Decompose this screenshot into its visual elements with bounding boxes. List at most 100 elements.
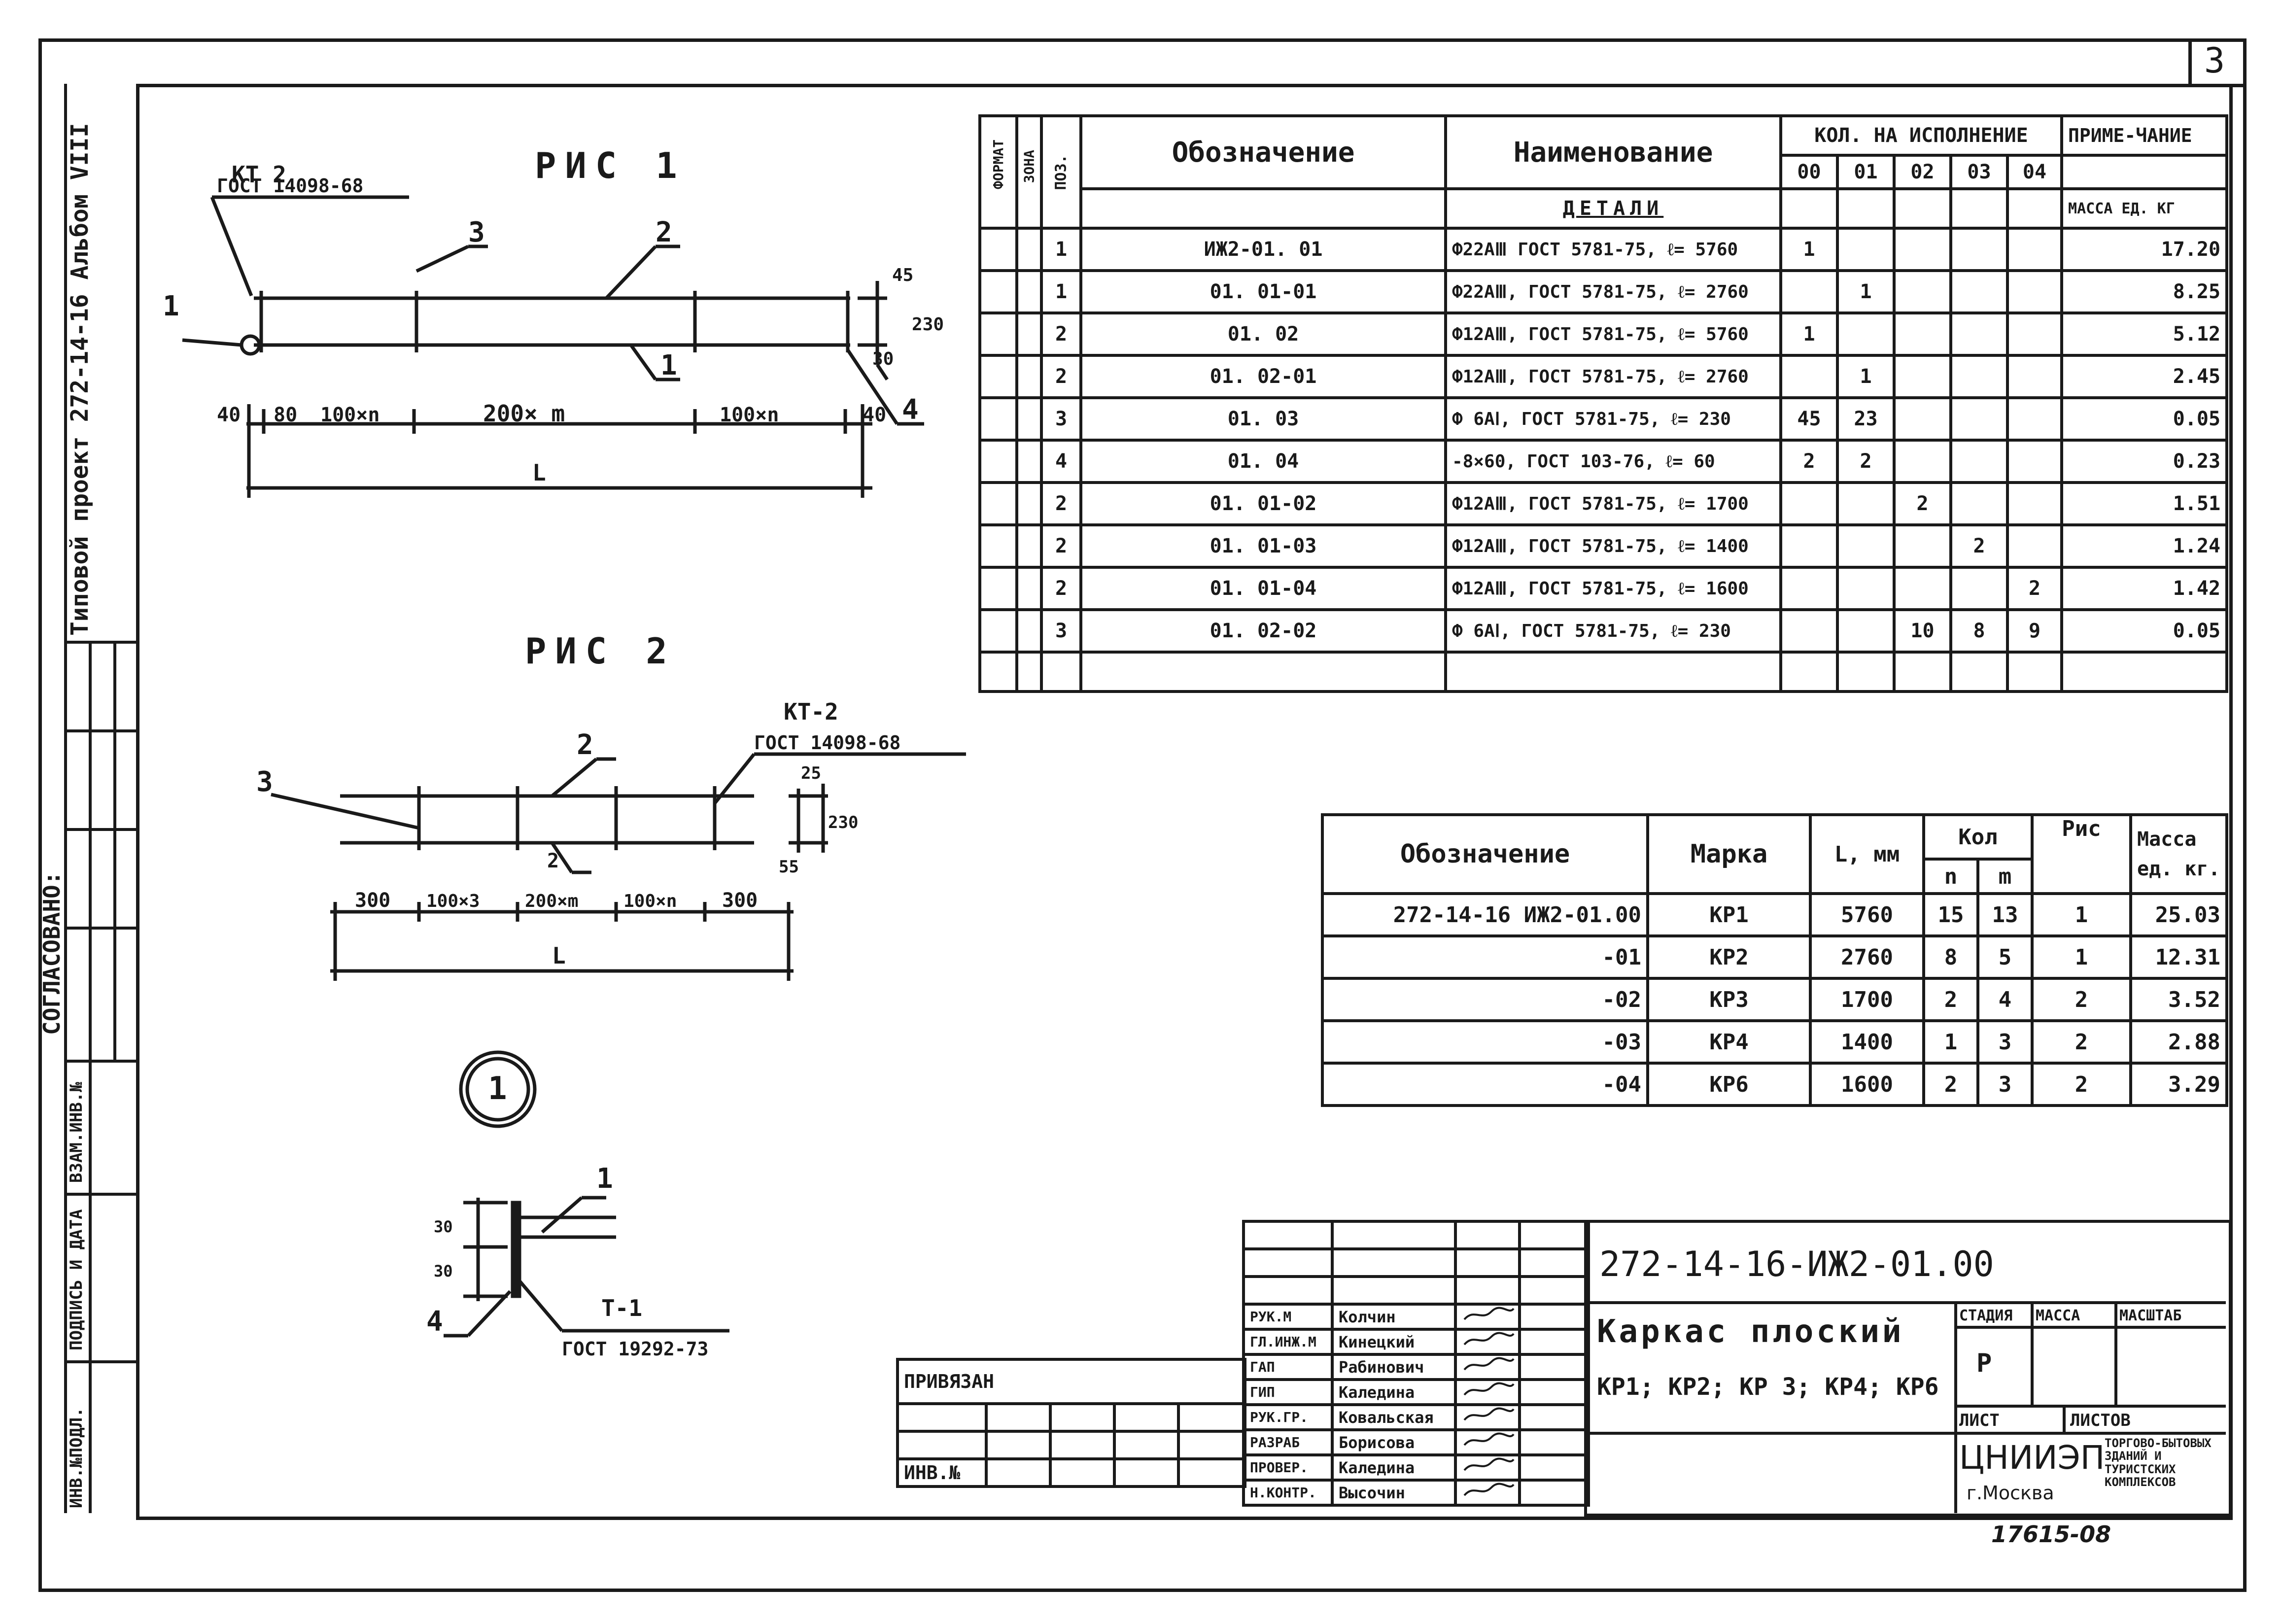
signature-name: Каледина (1331, 1453, 1457, 1482)
signature-role: ГИП (1242, 1378, 1334, 1406)
spec-cell-format (978, 227, 1018, 272)
sheet-label: ЛИСТ (1959, 1411, 2000, 1430)
spec-cell-name: Ф12АⅢ, ГОСТ 5781-75, ℓ= 1700 (1444, 481, 1782, 526)
fig1-dim-230: 230 (912, 314, 944, 335)
spec-cell-format (978, 354, 1018, 399)
spec-cell-format (978, 523, 1018, 569)
spec-cell-name: Ф 6АⅠ, ГОСТ 5781-75, ℓ= 230 (1444, 396, 1782, 442)
mark-cell-fig: 2 (2031, 977, 2133, 1022)
fig2-callout-2b: 2 (547, 850, 559, 872)
spec-section-details: ДЕТАЛИ (1444, 187, 1782, 230)
org-city: г.Москва (1967, 1482, 2054, 1504)
spec-cell-zone (1015, 269, 1043, 314)
mark-header-length: L, мм (1809, 813, 1925, 895)
fig1-dim-30: 30 (872, 349, 894, 369)
mark-cell-length: 1700 (1809, 977, 1925, 1022)
signature-name: Рабинович (1331, 1353, 1457, 1381)
spec-cell-q02: 10 (1893, 608, 1952, 654)
detail-dim-30a: 30 (434, 1217, 453, 1236)
spec-cell-name: Ф 6АⅠ, ГОСТ 5781-75, ℓ= 230 (1444, 608, 1782, 654)
fig1-dim-200m: 200× m (483, 400, 565, 427)
mark-cell-designation: -04 (1321, 1062, 1649, 1107)
spec-header-mass-unit: МАССА ЕД. КГ (2060, 187, 2229, 230)
mark-header-n: n (1922, 858, 1979, 895)
mark-header-m: m (1976, 858, 2034, 895)
spec-cell-pos: 2 (1040, 481, 1082, 526)
left-strip-divider (64, 84, 67, 1513)
spec-cell-designation: 01. 01-02 (1079, 481, 1447, 526)
spec-header-q03: 03 (1949, 154, 2009, 190)
spec-cell-note: 0.05 (2060, 396, 2229, 442)
signature-name: Кинецкий (1331, 1328, 1457, 1356)
signature-name: Высочин (1331, 1479, 1457, 1507)
signature-mark (1454, 1353, 1521, 1381)
spec-cell-note: 1.24 (2060, 523, 2229, 569)
fig1-callout-1b: 1 (660, 349, 677, 381)
signature-mark (1454, 1328, 1521, 1356)
fig2-kt-label: КТ-2 (784, 698, 838, 725)
spec-cell-q02 (1893, 269, 1952, 314)
fig1-dim-40a: 40 (217, 404, 241, 426)
mark-cell-mass: 12.31 (2129, 934, 2229, 980)
spec-cell-designation: 01. 02-01 (1079, 354, 1447, 399)
detail-weld-gost: ГОСТ 19292-73 (562, 1338, 708, 1360)
detail-weld-label: Т-1 (601, 1295, 642, 1321)
spec-cell-q04 (2005, 354, 2064, 399)
stamp-signature-label: ПОДПИСЬ И ДАТА (67, 1209, 86, 1350)
signature-role: ПРОВЕР. (1242, 1453, 1334, 1482)
fig2-dim-25: 25 (801, 763, 821, 783)
spec-cell-name: Ф12АⅢ, ГОСТ 5781-75, ℓ= 1600 (1444, 566, 1782, 611)
detail-1-number: 1 (488, 1071, 507, 1107)
mark-cell-mark: КР6 (1646, 1062, 1812, 1107)
spec-cell-q04 (2005, 269, 2064, 314)
mark-cell-designation: 272-14-16 ИЖ2-01.00 (1321, 892, 1649, 937)
spec-cell-designation: 01. 01-01 (1079, 269, 1447, 314)
signature-name: Колчин (1331, 1303, 1457, 1331)
spec-header-name: Наименование (1444, 114, 1782, 190)
spec-cell-q01: 23 (1836, 396, 1896, 442)
fig1-dim-40b: 40 (863, 404, 886, 426)
spec-cell-zone (1015, 566, 1043, 611)
spec-cell-q00 (1779, 523, 1839, 569)
mark-cell-mass: 3.29 (2129, 1062, 2229, 1107)
spec-cell-q03 (1949, 311, 2009, 357)
spec-cell-note: 2.45 (2060, 354, 2229, 399)
spec-header-designation: Обозначение (1079, 114, 1447, 190)
spec-cell-pos: 2 (1040, 311, 1082, 357)
spec-header-q02: 02 (1893, 154, 1952, 190)
signature-mark (1454, 1428, 1521, 1456)
spec-cell-designation: 01. 04 (1079, 439, 1447, 484)
mark-header-qty: Кол (1922, 813, 2034, 861)
spec-cell-format (978, 396, 1018, 442)
mark-cell-length: 1600 (1809, 1062, 1925, 1107)
fig1-dim-45: 45 (892, 265, 913, 285)
spec-cell-q04 (2005, 227, 2064, 272)
fig2-dim-300a: 300 (355, 889, 390, 912)
spec-cell-zone (1015, 396, 1043, 442)
mark-cell-m: 13 (1976, 892, 2034, 937)
detail-dim-30b: 30 (434, 1262, 453, 1280)
spec-cell-pos: 1 (1040, 227, 1082, 272)
spec-cell-q00: 1 (1779, 311, 1839, 357)
spec-cell-format (978, 439, 1018, 484)
inner-frame (136, 84, 2233, 1520)
title-code: 272-14-16-ИЖ2-01.00 (1599, 1244, 1994, 1284)
mark-header-mass: Масса ед. кг. (2129, 813, 2229, 895)
spec-header-pos: ПОЗ. (1040, 114, 1082, 230)
spec-cell-pos: 3 (1040, 608, 1082, 654)
fig1-dim-100n-b: 100×n (720, 404, 779, 426)
signature-role: ГАП (1242, 1353, 1334, 1381)
mark-cell-length: 2760 (1809, 934, 1925, 980)
detail-1-drawing: 1 1 4 30 30 Т-1 ГОСТ 19292-73 (426, 1050, 729, 1360)
fig2-dim-230: 230 (828, 813, 858, 832)
fig1-callout-4: 4 (902, 394, 919, 426)
spec-cell-q03 (1949, 354, 2009, 399)
spec-header-q04: 04 (2005, 154, 2064, 190)
